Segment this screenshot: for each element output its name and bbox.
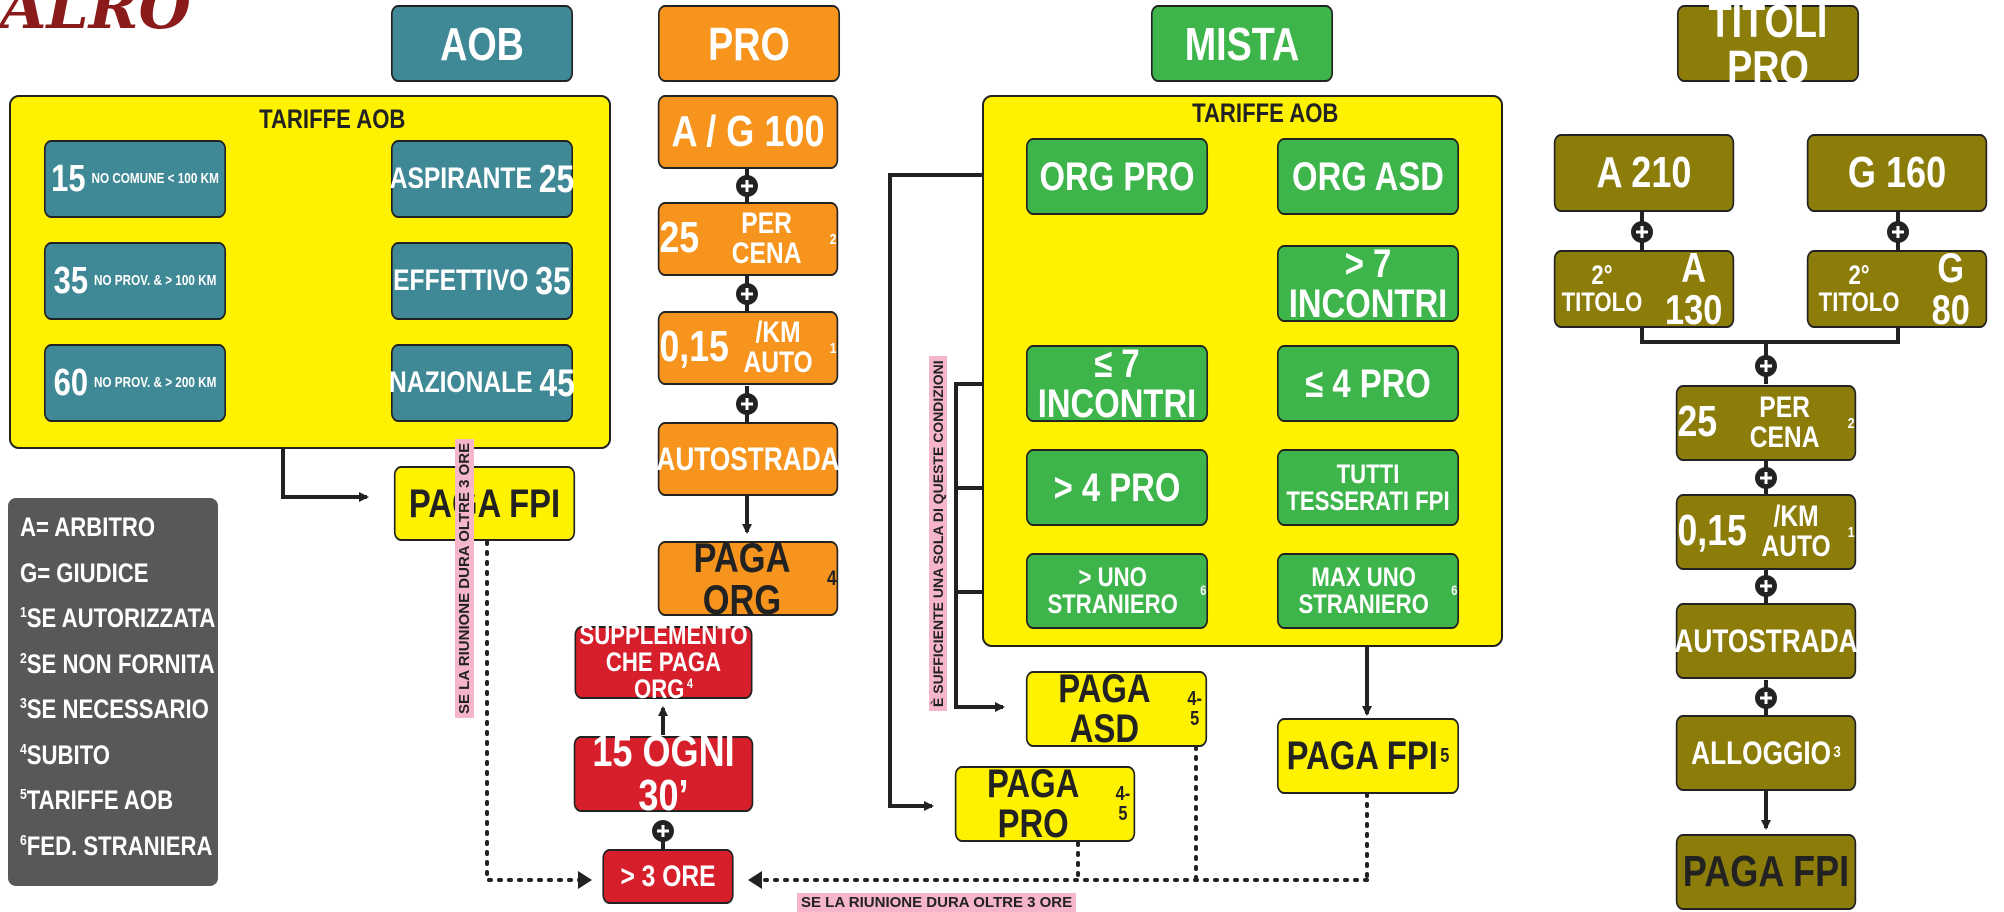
aob-fee-35: 35 NO PROV. & > 100 KM — [43, 242, 227, 320]
titoli-a-second: 2° TITOLO A 130 — [1553, 247, 1735, 330]
aob-panel-title: TARIFFE AOB — [259, 104, 406, 134]
legend: A= ARBITRO G= GIUDICE 1SE AUTORIZZATA 2S… — [8, 498, 218, 886]
aob-aspirante: ASPIRANTE 25 — [390, 140, 574, 218]
legend-item: 4SUBITO — [20, 739, 111, 770]
header-titoli-pro: TITOLI PRO — [1676, 0, 1860, 90]
header-mista: MISTA — [1150, 5, 1334, 82]
note-meeting-bottom: SE LA RIUNIONE DURA OLTRE 3 ORE — [797, 893, 1077, 912]
pro-highway: AUTOSTRADA — [656, 422, 840, 496]
titoli-highway: AUTOSTRADA — [1674, 603, 1858, 679]
aob-fee-60: 60 NO PROV. & > 200 KM — [43, 344, 227, 422]
mista-gt-4-pro: > 4 PRO — [1025, 449, 1209, 526]
aob-nazionale: NAZIONALE 45 — [389, 344, 575, 422]
legend-item: G= GIUDICE — [20, 557, 149, 588]
mista-org-pro: ORG PRO — [1025, 138, 1209, 215]
titoli-g: G 160 — [1806, 134, 1988, 212]
legend-item: 1SE AUTORIZZATA — [20, 603, 216, 633]
supplement-over-3h: > 3 ORE — [602, 849, 734, 904]
titoli-g-second: 2° TITOLO G 80 — [1806, 247, 1988, 330]
header-pro: PRO — [657, 5, 841, 82]
mista-le-7: ≤ 7 INCONTRI — [1025, 344, 1209, 424]
mista-over-7: > 7 INCONTRI — [1276, 244, 1460, 324]
supplement-every: 15 OGNI 30’ — [573, 730, 754, 818]
logo: ALRO — [0, 0, 191, 43]
note-condition: È SUFFICIENTE UNA SOLA DI QUESTE CONDIZI… — [929, 356, 947, 711]
header-aob: AOB — [390, 5, 574, 82]
mista-org-asd: ORG ASD — [1276, 138, 1460, 215]
legend-item: 3SE NECESSARIO — [20, 694, 209, 724]
aob-effettivo: EFFETTIVO 35 — [390, 242, 574, 320]
mista-panel-title: TARIFFE AOB — [1192, 98, 1339, 128]
legend-item: A= ARBITRO — [20, 512, 156, 542]
legend-item: 5TARIFFE AOB — [20, 785, 174, 815]
titoli-paga-fpi: PAGA FPI — [1675, 834, 1857, 910]
note-meeting-vertical: SE LA RIUNIONE DURA OLTRE 3 ORE — [455, 438, 474, 718]
titoli-a: A 210 — [1553, 134, 1735, 212]
aob-fee-15: 15 NO COMUNE < 100 KM — [43, 140, 227, 218]
aob-paga-fpi: PAGA FPI — [393, 466, 576, 541]
legend-item: 2SE NON FORNITA — [20, 648, 215, 679]
mista-le-4-pro: ≤ 4 PRO — [1276, 345, 1460, 422]
mista-all-fpi: TUTTI TESSERATI FPI — [1276, 449, 1460, 526]
legend-item: 6FED. STRANIERA — [20, 830, 213, 861]
pro-fee: A / G 100 — [657, 95, 839, 169]
